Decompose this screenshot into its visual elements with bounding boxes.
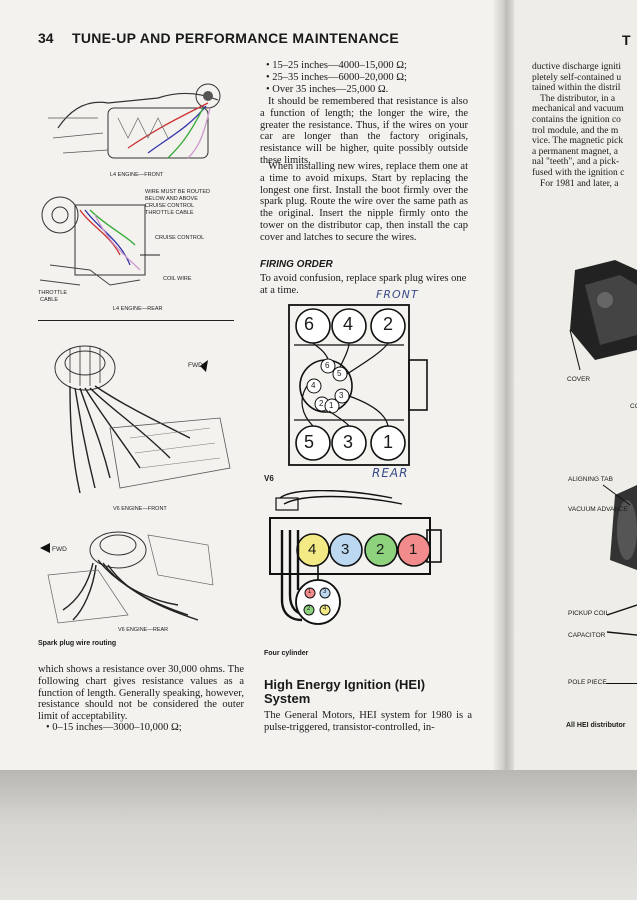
- v6-firing-order-diagram: [288, 304, 428, 466]
- v6-cap-5: 5: [337, 369, 342, 378]
- wire-routed-label-4: THROTTLE CABLE: [145, 210, 194, 216]
- l4-engine-front-diagram: [48, 83, 221, 159]
- right-text-line: The distributor, in a: [540, 93, 616, 104]
- v6-cyl-1: 1: [383, 432, 394, 452]
- right-text-line: contains the ignition co: [532, 114, 621, 125]
- v6-cyl-5: 5: [304, 432, 315, 452]
- pole-piece-label: POLE PIECE: [568, 679, 607, 686]
- l4-engine-rear-diagram: [39, 196, 160, 286]
- handwritten-front: FRONT: [376, 288, 419, 301]
- right-text-line: ductive discharge igniti: [532, 62, 621, 72]
- figure-caption: Spark plug wire routing: [38, 640, 117, 647]
- coil-wire-label: COIL WIRE: [163, 276, 192, 282]
- four-cyl-4: 4: [308, 541, 317, 558]
- v6-cap-6: 6: [325, 361, 330, 370]
- resistance-item: • Over 35 inches—25,000 Ω.: [266, 83, 389, 95]
- wire-routed-label-2: BELOW AND ABOVE: [145, 196, 198, 202]
- page-bottom-shadow: [0, 770, 637, 900]
- resistance-list: • 15–25 inches—4000–15,000 Ω; • 25–35 in…: [266, 60, 474, 95]
- four-cyl-1: 1: [409, 541, 418, 558]
- book-gutter: [494, 0, 516, 770]
- resistance-item: • 15–25 inches—4000–15,000 Ω;: [266, 60, 407, 71]
- firing-order-heading: FIRING ORDER: [260, 259, 333, 270]
- four-cap-4: 4: [323, 606, 327, 612]
- four-cap-1: 1: [308, 589, 312, 595]
- right-text-line: fused with the ignition c: [532, 167, 625, 178]
- cover-label: COVER: [567, 376, 591, 383]
- left-paragraph: which shows a resistance over 30,000 ohm…: [38, 664, 244, 723]
- four-cap-2: 2: [307, 606, 311, 612]
- four-cylinder-firing-order-diagram: [269, 490, 442, 625]
- right-caption: All HEI distributor: [566, 722, 626, 729]
- fwd-label-1: FWD: [188, 362, 203, 369]
- right-text-line: tained within the distril: [532, 83, 621, 94]
- paragraph-resistance: It should be remembered that resistance …: [260, 96, 468, 166]
- co-label: CO: [630, 403, 637, 410]
- v6-front-label: V6 ENGINE—FRONT: [113, 506, 167, 512]
- paragraph-installing: When installing new wires, replace them …: [260, 161, 468, 243]
- cruise-control-label: CRUISE CONTROL: [155, 235, 205, 241]
- left-page: [0, 0, 500, 770]
- throttle-cable-label-2: CABLE: [40, 297, 59, 303]
- wire-routed-label-1: WIRE MUST BE ROUTED: [145, 189, 210, 195]
- v6-cap-4: 4: [311, 381, 316, 390]
- right-page-header: T: [622, 32, 631, 48]
- v6-cyl-3: 3: [343, 432, 354, 452]
- handwritten-rear: REAR: [372, 466, 409, 480]
- firing-order-text: To avoid confusion, replace spark plug w…: [260, 273, 467, 296]
- throttle-cable-label-1: THROTTLE: [38, 290, 68, 296]
- right-text-line: pletely self-contained u: [532, 72, 622, 83]
- v6-cyl-6: 6: [304, 314, 315, 334]
- capacitor-label: CAPACITOR: [568, 632, 606, 639]
- v6-engine-rear-diagram: [40, 531, 214, 624]
- fwd-label-2: FWD: [52, 546, 67, 553]
- pickup-coil-label: PICKUP COIL: [568, 610, 610, 617]
- hei-distributor-diagram: [569, 260, 637, 636]
- four-cyl-2: 2: [376, 541, 385, 558]
- aligning-tab-label: ALIGNING TAB: [568, 476, 613, 483]
- hei-text: The General Motors, HEI system for 1980 …: [264, 710, 472, 733]
- right-text-line: For 1981 and later, a: [540, 178, 619, 189]
- v6-cap-3: 3: [339, 391, 344, 400]
- right-text-line: trol module, and the m: [532, 125, 619, 136]
- v6-cap-1: 1: [329, 401, 334, 410]
- page-number: 34: [38, 30, 54, 46]
- pole-piece-leader: [606, 683, 637, 685]
- vacuum-advance-label: VACUUM ADVANCE: [568, 506, 629, 513]
- right-text-line: mechanical and vacuum: [532, 104, 624, 115]
- v6-rear-label: V6 ENGINE—REAR: [118, 627, 169, 633]
- l4-rear-label: L4 ENGINE—REAR: [113, 306, 163, 312]
- four-cylinder-label: Four cylinder: [264, 650, 309, 657]
- four-cap-3: 3: [323, 589, 327, 595]
- v6-label: V6: [264, 474, 274, 483]
- four-cyl-3: 3: [341, 541, 350, 558]
- wire-routed-label-3: CRUISE CONTROL: [145, 203, 195, 209]
- right-page: [514, 0, 637, 770]
- hei-heading: High Energy Ignition (HEI) System: [264, 677, 426, 706]
- right-text-line: nal "teeth", and a pick-: [532, 157, 620, 168]
- left-bullet: • 0–15 inches—3000–10,000 Ω;: [46, 722, 182, 733]
- diagram-divider: [38, 320, 234, 321]
- right-text-line: vice. The magnetic pick: [532, 136, 624, 147]
- v6-cyl-2: 2: [383, 314, 394, 334]
- v6-engine-front-diagram: [54, 345, 231, 494]
- v6-cyl-4: 4: [343, 314, 354, 334]
- right-page-text: ductive discharge igniti pletely self-co…: [532, 62, 637, 189]
- l4-front-label: L4 ENGINE—FRONT: [110, 172, 164, 178]
- right-text-line: a permanent magnet, a: [532, 146, 618, 157]
- v6-cap-2: 2: [319, 399, 324, 408]
- page-title: TUNE-UP AND PERFORMANCE MAINTENANCE: [72, 30, 400, 46]
- resistance-item: • 25–35 inches—6000–20,000 Ω;: [266, 71, 407, 83]
